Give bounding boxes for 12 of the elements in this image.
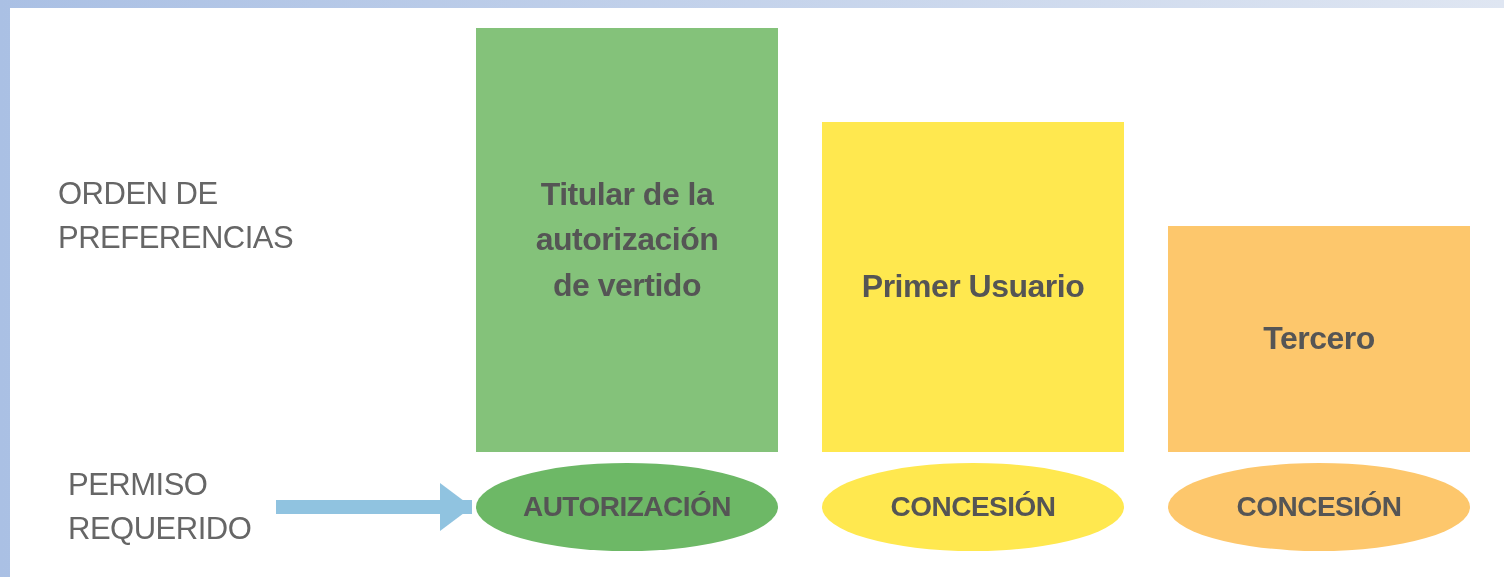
box-label: CONCESIÓN [1235, 490, 1403, 525]
row-label: PERMISO REQUERIDO [67, 466, 253, 548]
row-label: ORDEN DE PREFERENCIAS [58, 175, 295, 257]
preference-box [822, 122, 1124, 452]
arrow [276, 483, 472, 531]
box-label: Tercero [1262, 319, 1376, 359]
box-label: CONCESIÓN [889, 490, 1057, 525]
box-label: AUTORIZACIÓN [521, 490, 733, 525]
preference-box [476, 28, 778, 452]
preference-box [1168, 226, 1470, 452]
box-label: Primer Usuario [860, 267, 1086, 307]
box-label: Titular de la autorización de vertido [534, 174, 720, 305]
